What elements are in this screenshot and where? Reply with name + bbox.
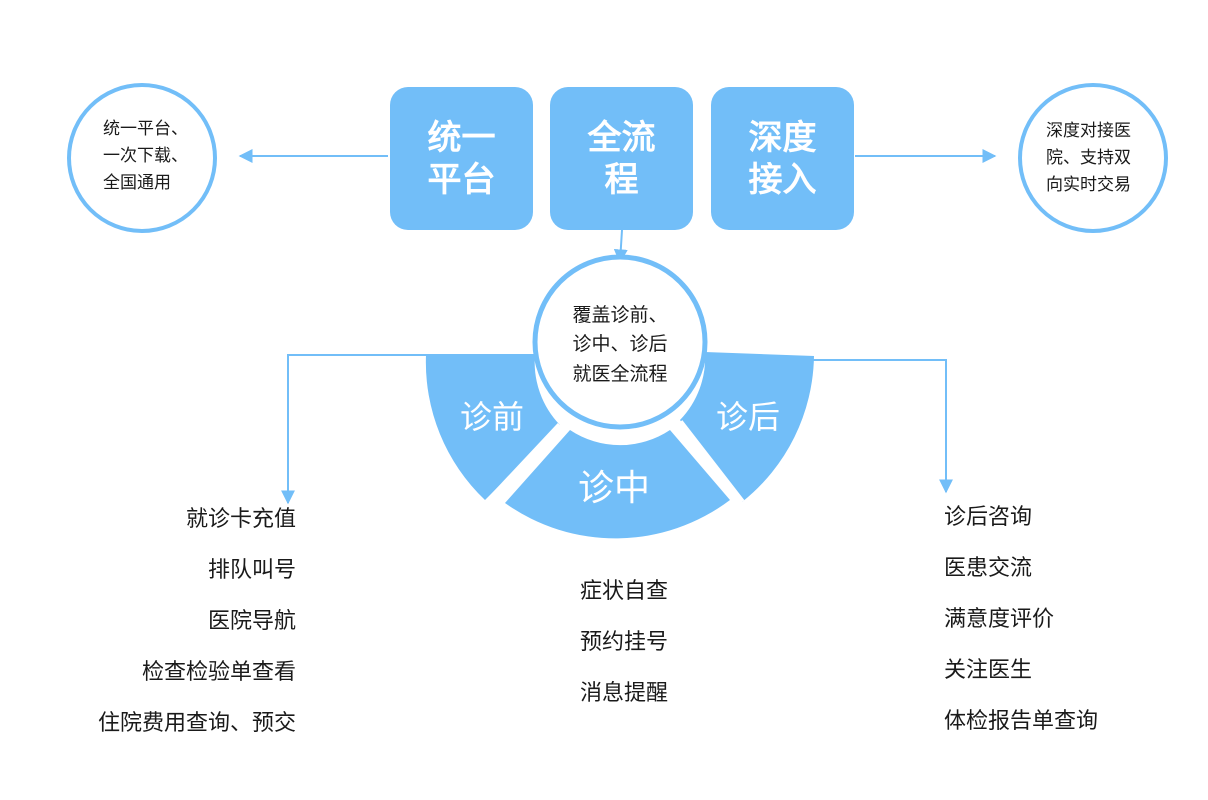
note-line: 院、支持双 bbox=[1046, 148, 1131, 168]
list-item: 就诊卡充值 bbox=[185, 507, 296, 532]
post-branch-arrow bbox=[705, 359, 953, 494]
note-line: 向实时交易 bbox=[1046, 175, 1131, 195]
list-item: 消息提醒 bbox=[580, 681, 669, 706]
segment-pre bbox=[425, 355, 560, 500]
list-item: 医患交流 bbox=[944, 556, 1033, 581]
list-item: 预约挂号 bbox=[580, 630, 669, 655]
list-item: 症状自查 bbox=[580, 579, 669, 604]
right-note-text: 深度对接医 院、支持双 向实时交易 bbox=[1046, 118, 1131, 199]
segment-mid bbox=[505, 430, 730, 539]
note-line: 一次下载、 bbox=[103, 146, 188, 166]
list-item: 检查检验单查看 bbox=[141, 660, 296, 685]
tile-label: 统一平台 bbox=[427, 117, 496, 200]
list-item: 关注医生 bbox=[944, 658, 1033, 683]
segment-post-label: 诊后 bbox=[716, 398, 780, 436]
segment-divider bbox=[482, 422, 563, 508]
right-note-circle bbox=[1018, 83, 1168, 233]
tile-deep-integration: 深度接入 bbox=[711, 87, 854, 230]
list-item: 医院导航 bbox=[207, 609, 296, 634]
note-line: 深度对接医 bbox=[1046, 121, 1131, 141]
segment-post bbox=[680, 352, 814, 502]
hub-line: 就医全流程 bbox=[572, 363, 667, 385]
hub-line: 覆盖诊前、 bbox=[572, 304, 667, 326]
tile-full-process: 全流程 bbox=[550, 87, 693, 230]
left-note-text: 统一平台、 一次下载、 全国通用 bbox=[103, 116, 188, 197]
list-item: 体检报告单查询 bbox=[944, 709, 1099, 734]
list-item: 满意度评价 bbox=[944, 607, 1055, 632]
hub-line: 诊中、诊后 bbox=[572, 333, 667, 355]
segment-mid-label: 诊中 bbox=[578, 468, 650, 509]
list-item: 排队叫号 bbox=[207, 558, 296, 583]
list-item: 诊后咨询 bbox=[944, 505, 1033, 530]
post-list: 诊后咨询 医患交流 满意度评价 关注医生 体检报告单查询 bbox=[944, 506, 1184, 761]
mid-list: 症状自查 预约挂号 消息提醒 bbox=[580, 580, 780, 733]
tile-unified-platform: 统一平台 bbox=[390, 87, 533, 230]
pre-list: 就诊卡充值 排队叫号 医院导航 检查检验单查看 住院费用查询、预交 bbox=[40, 508, 296, 763]
left-note-circle bbox=[67, 83, 217, 233]
note-line: 统一平台、 bbox=[103, 119, 188, 139]
tile-label: 全流程 bbox=[587, 117, 656, 200]
tile-label: 深度接入 bbox=[748, 117, 817, 200]
segment-divider bbox=[677, 420, 745, 504]
segment-pre-label: 诊前 bbox=[460, 398, 524, 436]
list-item: 住院费用查询、预交 bbox=[97, 711, 296, 736]
pre-branch-arrow bbox=[281, 354, 535, 505]
hub-circle bbox=[532, 254, 708, 430]
note-line: 全国通用 bbox=[103, 173, 171, 193]
